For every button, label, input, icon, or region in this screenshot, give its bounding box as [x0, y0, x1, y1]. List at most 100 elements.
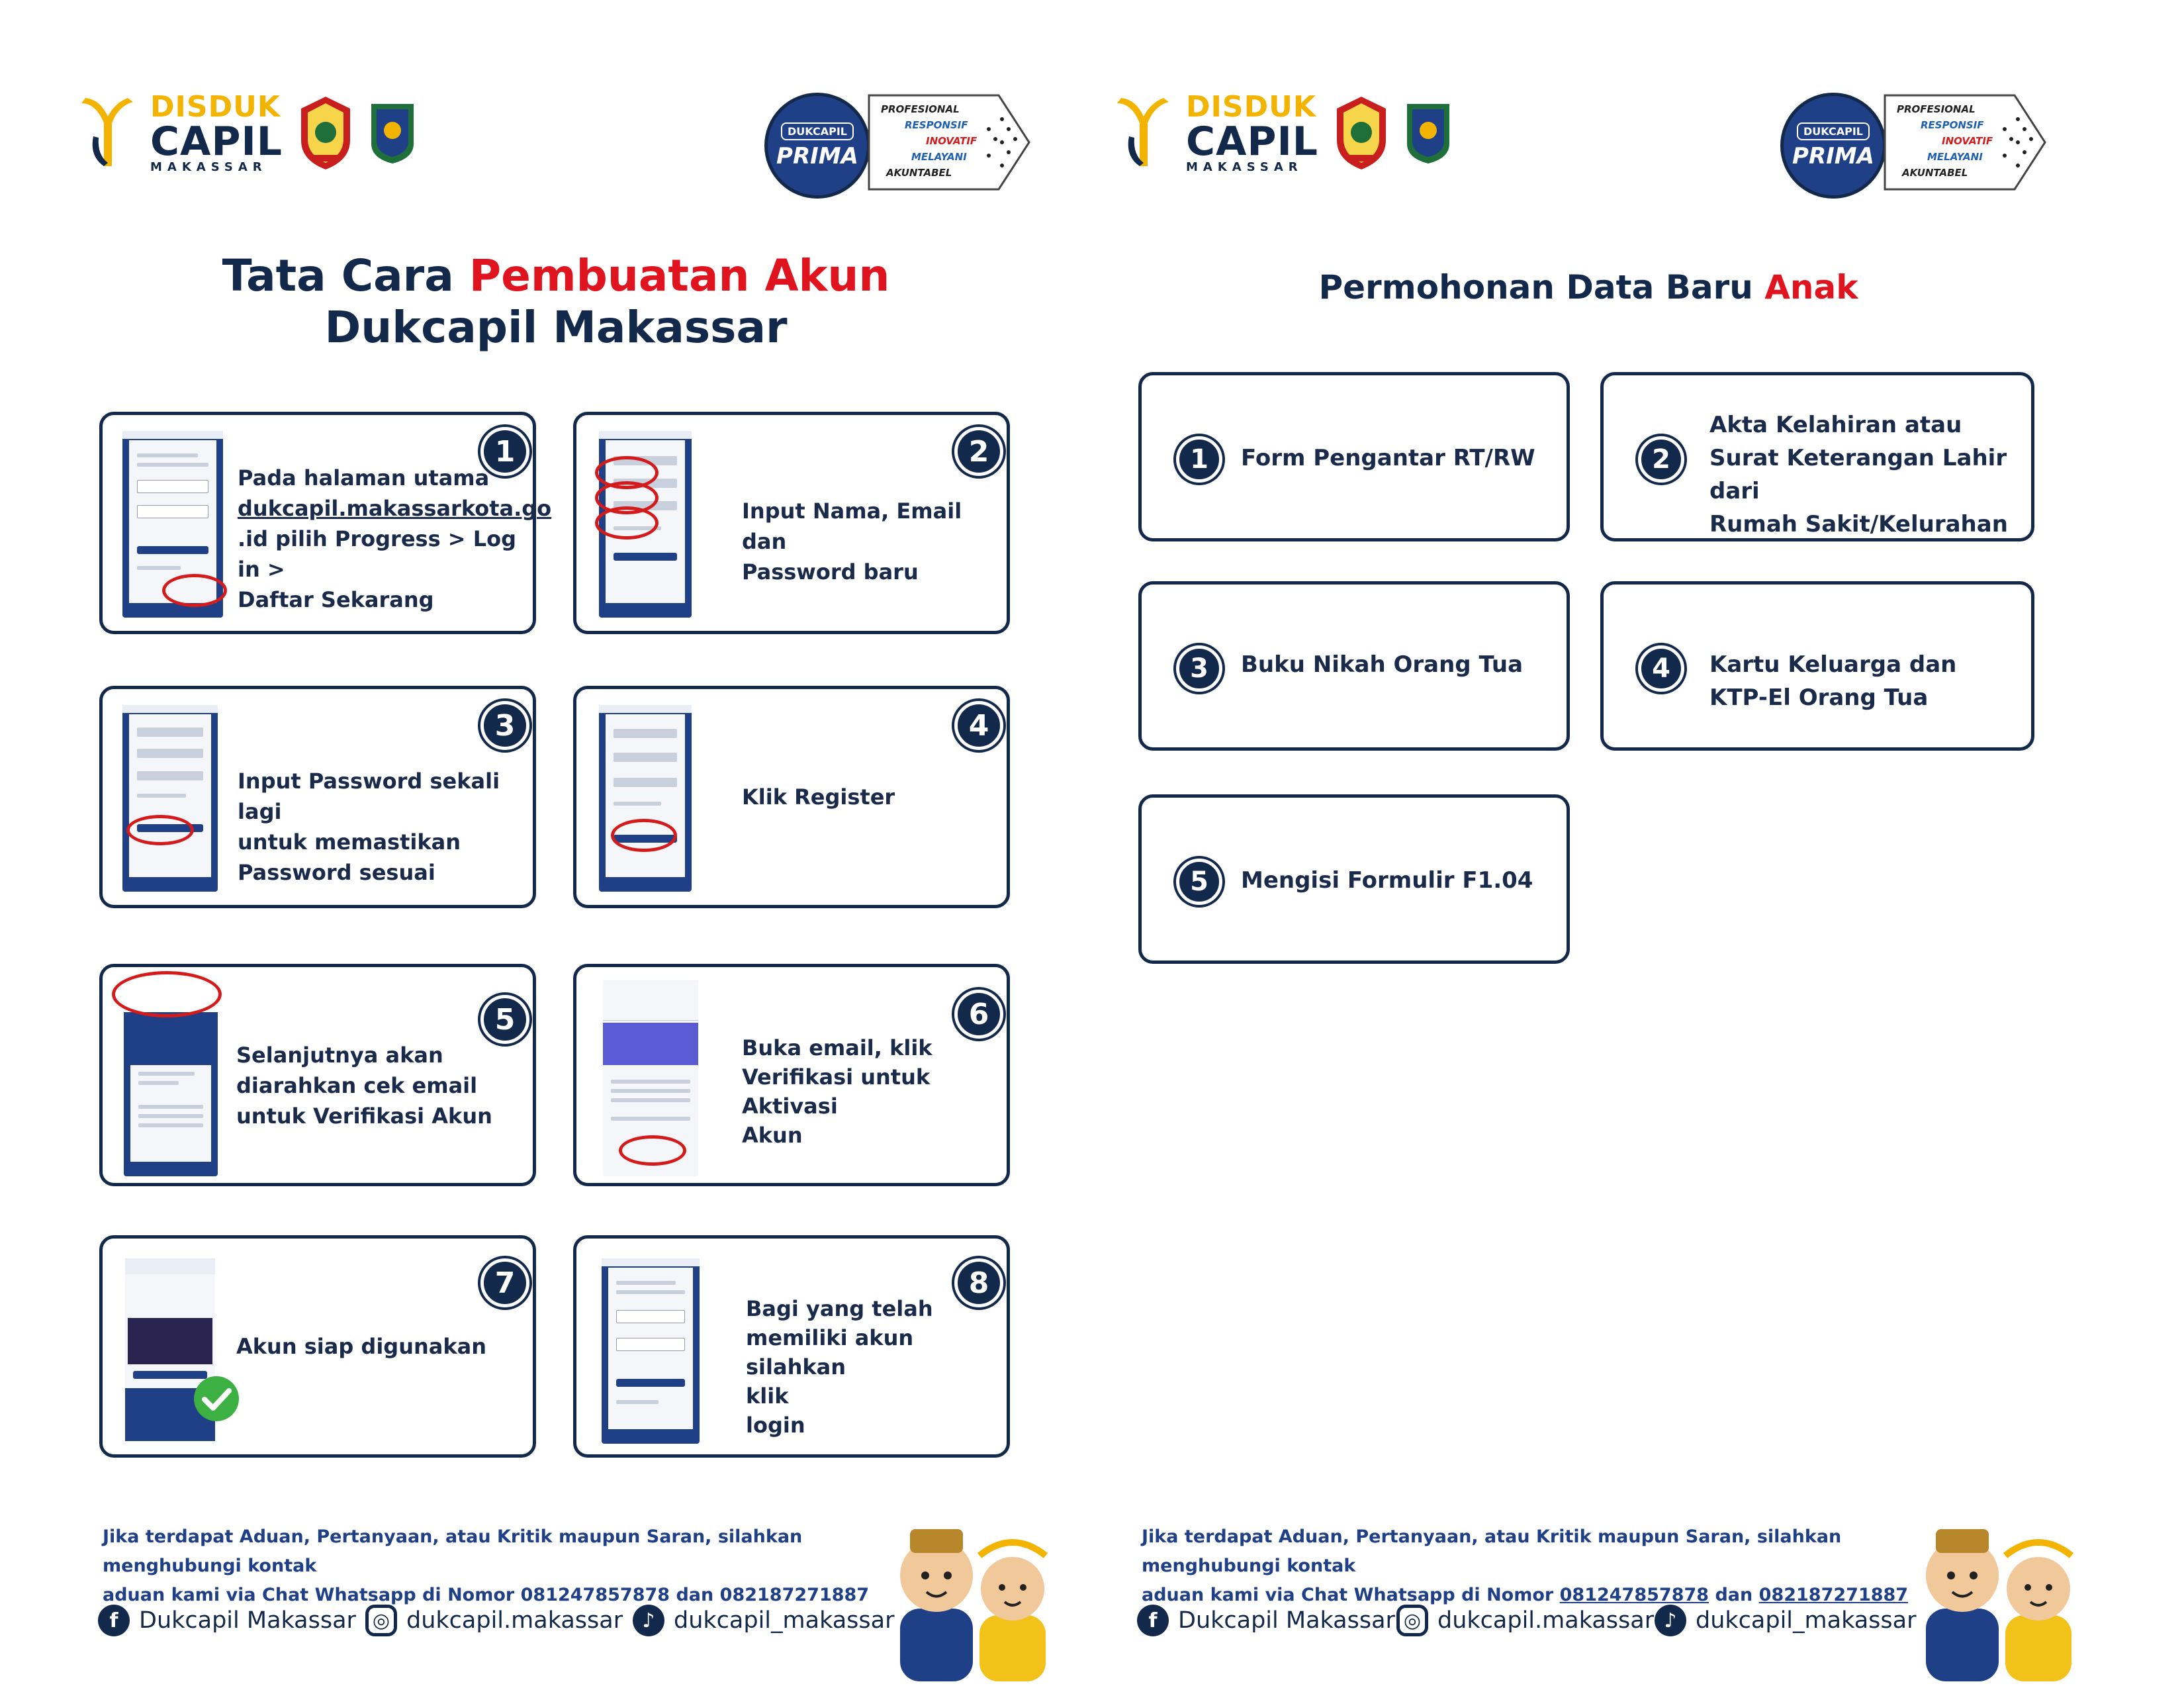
tiktok-link-left[interactable]: ♪ dukcapil_makassar [633, 1605, 894, 1636]
requirement-2-line-3: Rumah Sakit/Kelurahan [1709, 511, 2008, 538]
prima-word-5: AKUNTABEL [1902, 167, 1968, 179]
step-card-3: 3 Input Password sekali lagi untuk memas… [99, 686, 536, 908]
footer-phone2[interactable]: 082187271887 [1758, 1585, 1909, 1605]
instagram-icon: ◎ [1396, 1605, 1428, 1636]
step-number-6: 6 [954, 990, 1003, 1039]
prima-word-1: PROFESIONAL [1897, 103, 1976, 115]
step-number-4: 4 [954, 701, 1003, 750]
step-number-8: 8 [954, 1258, 1003, 1307]
step-1-link[interactable]: dukcapil.makassarkota.go [238, 496, 552, 521]
footer-line1: Jika terdapat Aduan, Pertanyaan, atau Kr… [1142, 1526, 1842, 1576]
prima-values: PROFESIONAL RESPONSIF INOVATIF MELAYANI … [866, 86, 1032, 205]
step-card-8: 8 Bagi yang telah memiliki akun silahkan… [573, 1235, 1010, 1458]
step-text-3: Input Password sekali lagi untuk memasti… [238, 766, 529, 888]
step-text-1: Pada halaman utama dukcapil.makassarkota… [238, 463, 552, 615]
step-8-line-1: Bagi yang telah [746, 1296, 933, 1321]
mascot-illustration [1926, 1529, 2074, 1681]
footer-line2-prefix: aduan kami via Chat Whatsapp di Nomor [103, 1585, 521, 1605]
requirement-number-1: 1 [1176, 436, 1222, 483]
prima-word-1: PROFESIONAL [881, 103, 960, 115]
title-highlight: Pembuatan Akun [469, 250, 890, 301]
requirement-text-4: Kartu Keluarga dan KTP-El Orang Tua [1709, 648, 1956, 714]
step-4-line-1: Klik Register [742, 784, 895, 810]
phone-screenshot [599, 705, 692, 892]
step-8-line-3: klik [746, 1383, 789, 1409]
step-5-line-3: untuk Verifikasi Akun [236, 1103, 492, 1129]
requirement-card-3: 3 Buku Nikah Orang Tua [1138, 581, 1570, 751]
prima-circle-main: PRIMA [1792, 142, 1874, 169]
logo-disduk-text: DISDUK [150, 90, 281, 124]
footer-and: dan [1709, 1585, 1759, 1605]
step-card-6: 6 Buka email, klik Verifikasi untuk Akti… [573, 964, 1010, 1186]
step-6-line-2: Verifikasi untuk [742, 1064, 931, 1090]
requirement-text-2: Akta Kelahiran atau Surat Keterangan Lah… [1709, 408, 2031, 541]
dukcapil-prima-logo: DUKCAPIL PRIMA PROFESIONAL RESPONSIF INO… [764, 86, 1032, 205]
requirement-text-1: Form Pengantar RT/RW [1241, 445, 1535, 471]
facebook-label: Dukcapil Makassar [139, 1607, 356, 1634]
prima-circle-top: DUKCAPIL [781, 122, 854, 140]
title-part1: Tata Cara [222, 250, 469, 301]
highlight-oval [611, 819, 677, 852]
instagram-label: dukcapil.makassar [406, 1607, 623, 1634]
instagram-link-left[interactable]: ◎ dukcapil.makassar [365, 1605, 623, 1636]
requirement-card-1: 1 Form Pengantar RT/RW [1138, 372, 1570, 541]
prima-arrow-icon [1884, 94, 2046, 191]
prima-word-2: RESPONSIF [1921, 119, 1984, 131]
title-right-highlight: Anak [1764, 268, 1858, 306]
step-text-6: Buka email, klik Verifikasi untuk Aktiva… [742, 1033, 1007, 1150]
requirement-2-line-1: Akta Kelahiran atau [1709, 412, 1962, 438]
requirement-card-4: 4 Kartu Keluarga dan KTP-El Orang Tua [1600, 581, 2034, 751]
step-3-line-1: Input Password sekali lagi [238, 769, 500, 824]
highlight-oval [126, 815, 194, 845]
step-6-line-4: Akun [742, 1123, 803, 1148]
requirement-number-5: 5 [1176, 859, 1222, 905]
requirement-card-5: 5 Mengisi Formulir F1.04 [1138, 794, 1570, 964]
facebook-icon: f [1137, 1605, 1169, 1636]
kemendagri-emblem-icon [371, 104, 414, 164]
step-card-1: 1 Pada halaman utama dukcapil.makassarko… [99, 412, 552, 634]
step-7-line-1: Akun siap digunakan [236, 1334, 486, 1359]
highlight-oval [162, 574, 227, 607]
requirement-number-4: 4 [1638, 645, 1684, 692]
step-number-7: 7 [480, 1258, 529, 1307]
facebook-link-left[interactable]: f Dukcapil Makassar [98, 1605, 356, 1636]
step-2-line-1: Input Nama, Email dan [742, 498, 962, 554]
step-5-line-2: diarahkan cek email [236, 1073, 478, 1098]
step-card-5: 5 Selanjutnya akan diarahkan cek email u… [99, 964, 536, 1186]
footer-phone1[interactable]: 081247857878 [520, 1585, 670, 1605]
title-line2: Dukcapil Makassar [324, 302, 788, 353]
prima-circle-top: DUKCAPIL [1797, 122, 1870, 140]
tiktok-label: dukcapil_makassar [674, 1607, 895, 1634]
prima-circle: DUKCAPIL PRIMA [1780, 93, 1886, 199]
tiktok-link-right[interactable]: ♪ dukcapil_makassar [1655, 1605, 1916, 1636]
mascot-illustration [900, 1529, 1048, 1681]
requirement-2-line-2: Surat Keterangan Lahir dari [1709, 445, 2007, 504]
requirement-number-3: 3 [1176, 645, 1222, 692]
check-icon [194, 1376, 239, 1421]
footer-phone1[interactable]: 081247857878 [1559, 1585, 1709, 1605]
step-6-line-3: Aktivasi [742, 1094, 838, 1119]
step-text-4: Klik Register [742, 782, 1007, 812]
footer-contact-left: Jika terdapat Aduan, Pertanyaan, atau Kr… [103, 1523, 917, 1610]
step-card-7: 7 Akun siap digunakan [99, 1235, 536, 1458]
highlight-oval [112, 971, 222, 1017]
requirement-card-2: 2 Akta Kelahiran atau Surat Keterangan L… [1600, 372, 2034, 541]
facebook-link-right[interactable]: f Dukcapil Makassar [1137, 1605, 1395, 1636]
footer-phone2[interactable]: 082187271887 [719, 1585, 870, 1605]
instagram-icon: ◎ [365, 1605, 397, 1636]
prima-word-4: MELAYANI [911, 151, 967, 163]
disdukcapil-y-mark-icon [1117, 98, 1169, 166]
step-number-3: 3 [480, 701, 529, 750]
requirement-4-line-1: Kartu Keluarga dan [1709, 651, 1957, 678]
step-number-2: 2 [954, 427, 1003, 476]
tiktok-icon: ♪ [1655, 1605, 1686, 1636]
instagram-link-right[interactable]: ◎ dukcapil.makassar [1396, 1605, 1654, 1636]
footer-contact-right: Jika terdapat Aduan, Pertanyaan, atau Kr… [1142, 1523, 1942, 1610]
footer-line2-prefix: aduan kami via Chat Whatsapp di Nomor [1142, 1585, 1560, 1605]
logo-city-text: MAKASSAR [150, 160, 267, 174]
prima-circle-main: PRIMA [776, 142, 858, 169]
step-text-5: Selanjutnya akan diarahkan cek email unt… [236, 1040, 527, 1131]
prima-word-3: INOVATIF [1942, 135, 1993, 147]
step-6-line-1: Buka email, klik [742, 1035, 933, 1060]
step-text-2: Input Nama, Email dan Password baru [742, 496, 1007, 587]
